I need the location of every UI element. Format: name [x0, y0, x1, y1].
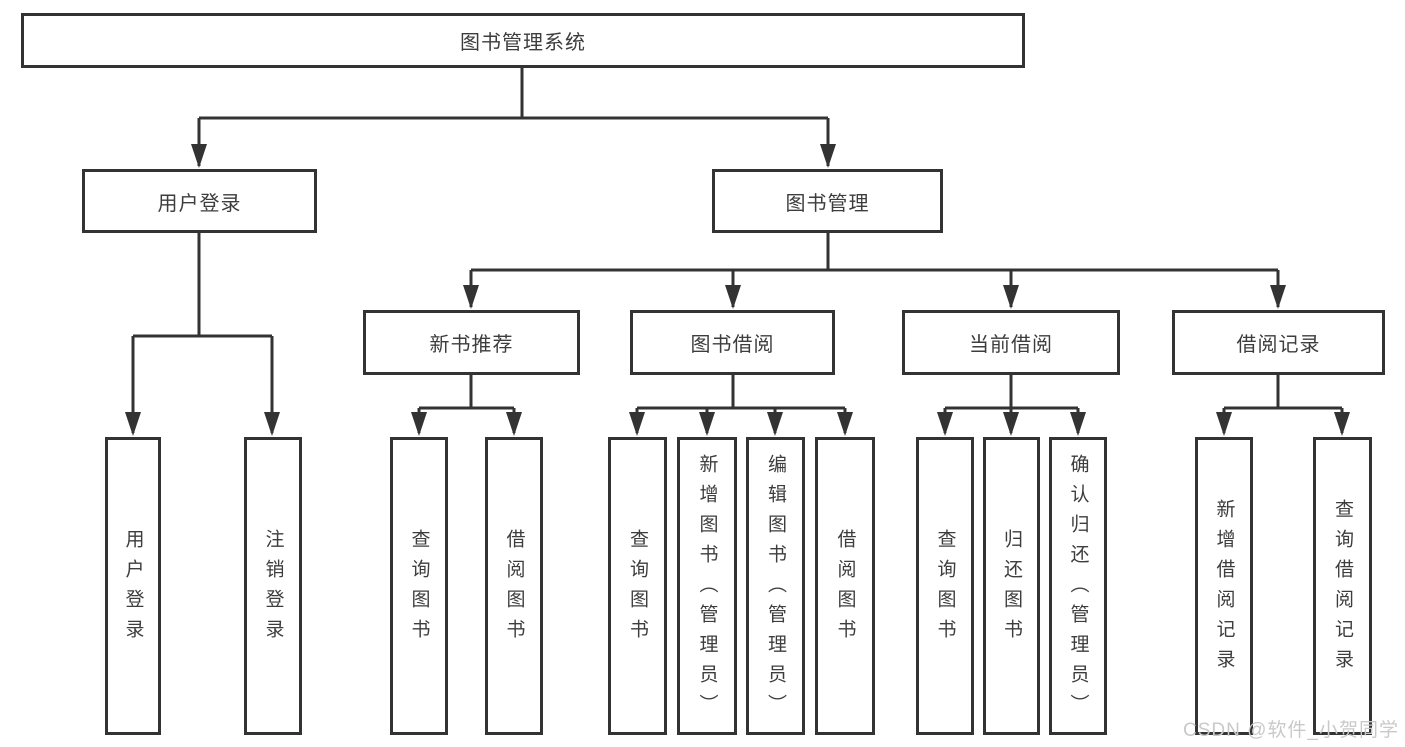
leaf-records-add-record: 新增借阅记录: [1195, 437, 1253, 735]
leaf-borrow-borrow-books: 借阅图书: [815, 437, 875, 735]
connector-borrow-records-children: [1216, 375, 1350, 436]
connector-new-book-recommend-children: [411, 375, 522, 436]
node-new-book-recommend: 新书推荐: [363, 310, 580, 375]
node-current-borrow: 当前借阅: [902, 310, 1120, 375]
leaf-user-login: 用户登录: [105, 437, 161, 735]
leaf-logout: 注销登录: [244, 437, 302, 735]
leaf-borrow-add-books-admin: 新增图书（管理员）: [677, 437, 737, 735]
node-borrow-records: 借阅记录: [1172, 310, 1385, 375]
leaf-current-query-books: 查询图书: [916, 437, 974, 735]
connector-user-login-children: [125, 233, 280, 436]
node-root: 图书管理系统: [21, 13, 1025, 68]
leaf-current-confirm-return-admin: 确认归还（管理员）: [1049, 437, 1107, 735]
watermark: CSDN @软件_小贺同学: [1183, 720, 1399, 741]
leaf-borrow-edit-books-admin: 编辑图书（管理员）: [746, 437, 805, 735]
connector-book-borrow-children: [629, 375, 853, 436]
leaf-current-return-books: 归还图书: [983, 437, 1040, 735]
node-book-borrow: 图书借阅: [630, 310, 835, 375]
node-user-login: 用户登录: [82, 169, 317, 233]
leaf-recommend-query-books: 查询图书: [390, 437, 448, 735]
leaf-records-query-record: 查询借阅记录: [1313, 437, 1372, 735]
leaf-recommend-borrow-books: 借阅图书: [485, 437, 543, 735]
connector-current-borrow-children: [937, 375, 1086, 436]
connector-book-management-to-level2: [463, 233, 1286, 309]
connector-root-to-level1: [191, 68, 836, 168]
leaf-borrow-query-books: 查询图书: [608, 437, 667, 735]
node-book-management: 图书管理: [712, 169, 943, 233]
